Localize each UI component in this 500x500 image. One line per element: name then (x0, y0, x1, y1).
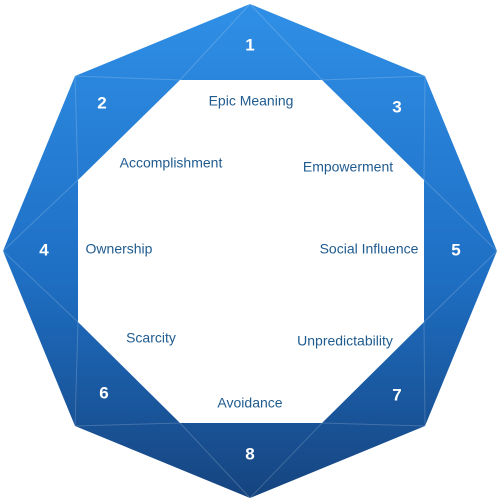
facet-seams (2, 3, 498, 499)
drive-5-number: 5 (451, 240, 460, 259)
drive-3-label: Empowerment (303, 159, 393, 175)
drive-7-label: Unpredictability (297, 333, 393, 349)
drive-8-label: Avoidance (217, 395, 282, 411)
drive-1-label: Epic Meaning (209, 93, 294, 109)
drive-8-number: 8 (245, 444, 254, 463)
drive-2-label: Accomplishment (120, 155, 223, 171)
drive-6-number: 6 (99, 383, 108, 402)
drive-2-number: 2 (97, 93, 106, 112)
inner-octagon (78, 80, 424, 423)
drive-7-number: 7 (392, 385, 401, 404)
drive-3-number: 3 (392, 97, 401, 116)
drive-1-number: 1 (245, 35, 254, 54)
drive-4-label: Ownership (86, 241, 153, 257)
drive-5-label: Social Influence (320, 241, 419, 257)
drive-4-number: 4 (39, 240, 49, 259)
drive-6-label: Scarcity (126, 330, 176, 346)
